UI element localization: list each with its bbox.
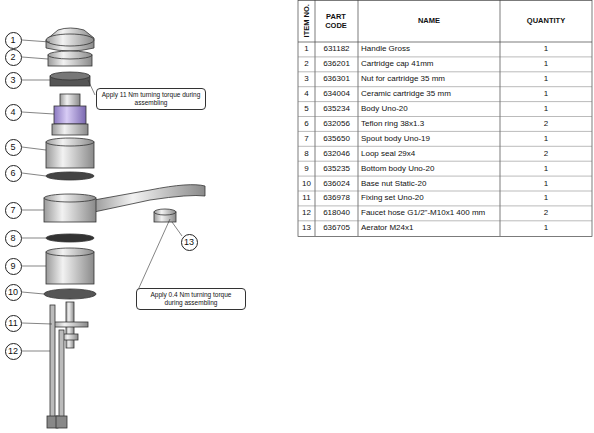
table-cell: 635235	[323, 165, 350, 173]
table-cell: 2	[304, 60, 308, 68]
table-cell: 1	[544, 194, 548, 202]
callout-text: 7	[10, 205, 15, 215]
table-cell: Fixing set Uno-20	[361, 194, 424, 202]
table-cell: 1	[544, 105, 548, 113]
note-text: Apply 11 Nm turning torque during assemb…	[102, 91, 201, 106]
table-cell: 7	[304, 135, 308, 143]
table-header: QUANTITY	[527, 17, 565, 25]
callout-number: 5	[5, 139, 22, 156]
note-text: Apply 0.4 Nm turning torque during assem…	[151, 291, 232, 306]
callout-number: 6	[5, 165, 22, 182]
table-cell: 10	[302, 180, 311, 188]
callout-number: 7	[5, 202, 22, 219]
table-cell: Body Uno-20	[361, 105, 408, 113]
table-header: NAME	[418, 17, 440, 25]
callout-number: 4	[5, 104, 22, 121]
table-cell: 1	[544, 90, 548, 98]
table-cell: 5	[304, 105, 308, 113]
callout-text: 12	[8, 346, 18, 356]
table-header: PART CODE	[321, 12, 351, 30]
table-cell: 636705	[323, 224, 350, 232]
callout-number: 1	[5, 32, 22, 49]
callout-text: 10	[8, 287, 18, 297]
table-cell: Aerator M24x1	[361, 224, 413, 232]
table-cell: 9	[304, 165, 308, 173]
table-cell: 618040	[323, 209, 350, 217]
table-cell: 1	[544, 180, 548, 188]
callout-text: 11	[8, 318, 17, 328]
table-cell: 636301	[323, 75, 350, 83]
table-cell: 1	[544, 224, 548, 232]
table-cell: Faucet hose G1/2"-M10x1 400 mm	[361, 209, 485, 217]
table-cell: 636978	[323, 194, 350, 202]
callout-text: 13	[184, 237, 194, 247]
table-cell: 636201	[323, 60, 350, 68]
callout-text: 1	[10, 35, 15, 45]
callout-number: 10	[5, 284, 22, 301]
table-cell: 3	[304, 75, 308, 83]
callout-text: 4	[10, 107, 15, 117]
table-cell: 1	[544, 45, 548, 53]
torque-note: Apply 11 Nm turning torque during assemb…	[96, 88, 206, 110]
callout-text: 2	[10, 52, 15, 62]
callout-number: 2	[5, 49, 22, 66]
table-cell: 1	[544, 60, 548, 68]
callout-number: 12	[5, 343, 22, 360]
table-cell: 8	[304, 150, 308, 158]
table-cell: 6	[304, 120, 308, 128]
table-cell: 631182	[323, 45, 349, 53]
table-cell: Handle Gross	[361, 45, 410, 53]
table-cell: Spout body Uno-19	[361, 135, 430, 143]
table-cell: 2	[544, 120, 548, 128]
table-cell: 1	[304, 45, 308, 53]
callout-number: 3	[5, 72, 22, 89]
callout-number: 11	[5, 315, 22, 332]
table-cell: 2	[544, 150, 548, 158]
table-cell: Nut for cartridge 35 mm	[361, 75, 445, 83]
table-cell: 635650	[323, 135, 350, 143]
table-cell: 1	[544, 75, 548, 83]
callout-text: 9	[10, 261, 15, 271]
table-cell: Cartridge cap 41mm	[361, 60, 433, 68]
callout-text: 8	[10, 233, 15, 243]
table-cell: 632046	[323, 150, 350, 158]
table-cell: Teflon ring 38x1.3	[361, 120, 424, 128]
table-cell: 12	[302, 209, 311, 217]
table-cell: 11	[302, 194, 310, 202]
table-cell: 635234	[323, 105, 350, 113]
table-cell: 4	[304, 90, 308, 98]
callout-number: 9	[5, 258, 22, 275]
table-cell: Bottom body Uno-20	[361, 165, 434, 173]
table-cell: 2	[544, 209, 548, 217]
table-header: ITEM NO.	[303, 4, 311, 37]
table-cell: 13	[302, 224, 311, 232]
callout-text: 5	[10, 142, 15, 152]
table-cell: Ceramic cartridge 35 mm	[361, 90, 451, 98]
table-cell: Base nut Static-20	[361, 180, 426, 188]
table-cell: 632056	[323, 120, 350, 128]
table-cell: 1	[544, 165, 548, 173]
table-cell: 634004	[323, 90, 350, 98]
callout-text: 3	[10, 75, 15, 85]
table-cell: Loop seal 29x4	[361, 150, 415, 158]
table-cell: 1	[544, 135, 548, 143]
callout-number: 13	[181, 234, 198, 251]
callout-text: 6	[10, 168, 15, 178]
torque-note: Apply 0.4 Nm turning torque during assem…	[136, 288, 246, 310]
callout-number: 8	[5, 230, 22, 247]
table-cell: 636024	[323, 180, 350, 188]
